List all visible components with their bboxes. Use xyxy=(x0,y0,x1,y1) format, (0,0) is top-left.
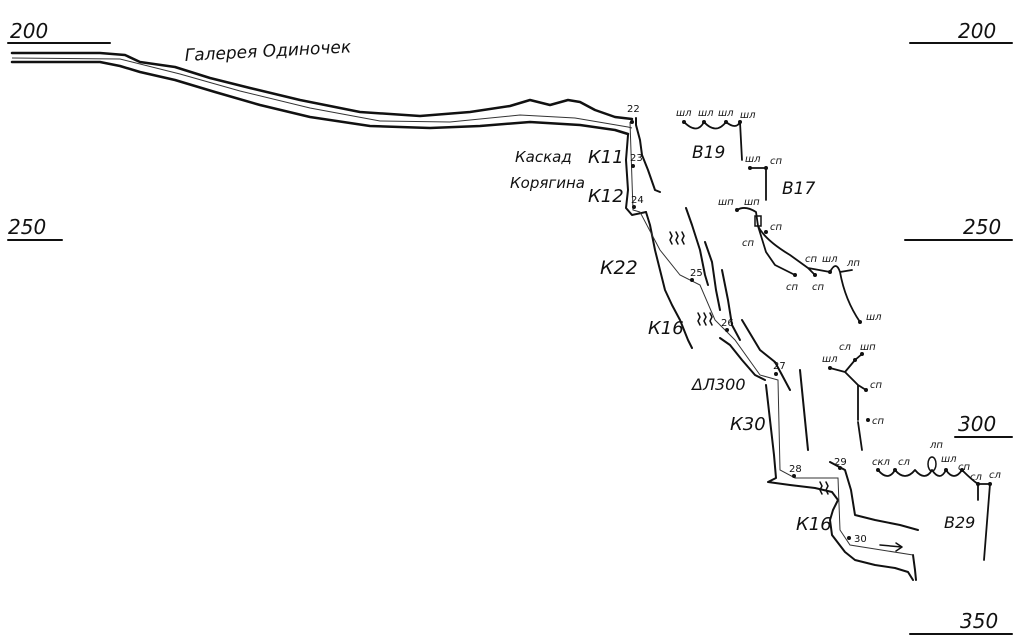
b19-mark-3: шл xyxy=(718,108,734,119)
b17-mark-4: шп xyxy=(744,197,760,208)
drip-marks xyxy=(669,231,829,495)
b29-mark-5: сп xyxy=(958,462,970,473)
shaft-k22: К22 xyxy=(600,257,638,279)
b17-mark-2: сп xyxy=(770,156,782,167)
station-26-point xyxy=(725,328,729,332)
flow-arrow-icon xyxy=(879,542,903,552)
station-22-point xyxy=(630,120,634,124)
station-25: 25 xyxy=(690,268,703,279)
station-30: 30 xyxy=(854,534,867,545)
b17-mark-8: шл xyxy=(822,254,838,265)
depth-label-200-left: 200 xyxy=(10,19,48,43)
station-30-point xyxy=(847,536,851,540)
mid-mark-2: сл xyxy=(839,342,851,353)
station-27: 27 xyxy=(773,361,786,372)
b19-mark-2: шл xyxy=(698,108,714,119)
dl300-label: ΔЛ300 xyxy=(690,375,746,394)
station-27-point xyxy=(774,372,778,376)
depth-label-250-left: 250 xyxy=(8,215,46,239)
station-25-point xyxy=(690,278,694,282)
station-23-point xyxy=(631,164,635,168)
b29-mark-3: лп xyxy=(929,440,943,451)
b17-mark-9: лп xyxy=(846,258,860,269)
side-passage-b19: шл шл шл шл В19 xyxy=(676,108,756,163)
station-28: 28 xyxy=(789,464,802,475)
b17-mark-1: шл xyxy=(745,154,761,165)
side-passage-middle: шл сл шп сп сп xyxy=(822,342,884,451)
survey-stations: 22 23 24 25 26 27 28 29 30 xyxy=(627,104,903,552)
depth-label-250-right: 250 xyxy=(963,215,1001,239)
depth-scale: 200 200 250 250 300 350 xyxy=(7,19,1013,635)
b17-mark-10: сп xyxy=(786,282,798,293)
station-28-point xyxy=(792,474,796,478)
drip-icon xyxy=(669,231,685,245)
station-29: 29 xyxy=(834,457,847,468)
drip-icon xyxy=(819,481,829,495)
station-23: 23 xyxy=(630,153,643,164)
depth-label-200-right: 200 xyxy=(958,19,996,43)
b17-mark-5: сп xyxy=(742,238,754,249)
b17-name: В17 xyxy=(782,179,815,199)
b29-mark-6: сл xyxy=(970,472,982,483)
shaft-walls xyxy=(625,117,919,581)
mid-mark-5: сп xyxy=(872,416,884,427)
cascade-label-line1: Каскад xyxy=(515,148,572,166)
b17-mark-12: шл xyxy=(866,312,882,323)
shaft-k30: К30 xyxy=(730,414,766,435)
mid-mark-4: сп xyxy=(870,380,882,391)
shaft-k16-lower: К16 xyxy=(796,514,832,535)
gallery-title: Галерея Одиночек xyxy=(184,37,352,66)
b19-mark-1: шл xyxy=(676,108,692,119)
b17-mark-3: шп xyxy=(718,197,734,208)
depth-label-350-right: 350 xyxy=(960,609,998,633)
b19-mark-4: шл xyxy=(740,110,756,121)
mid-mark-1: шл xyxy=(822,354,838,365)
shaft-k12: К12 xyxy=(588,186,624,207)
b17-mark-7: сп xyxy=(805,254,817,265)
side-passage-b29: скл сл лп шл сп сл сл В29 xyxy=(872,440,1001,561)
station-26: 26 xyxy=(721,318,734,329)
station-29-point xyxy=(838,466,842,470)
b29-mark-2: сл xyxy=(898,457,910,468)
b29-mark-7: сл xyxy=(989,470,1001,481)
station-22: 22 xyxy=(627,104,640,115)
gallery-walls xyxy=(10,51,634,136)
b29-mark-1: скл xyxy=(872,457,891,468)
drip-icon xyxy=(697,312,713,326)
side-passage-b17: шл сп В17 шп шп сп сп сп шл лп сп сп шл xyxy=(718,154,882,324)
depth-label-300-right: 300 xyxy=(958,412,996,436)
b19-name: В19 xyxy=(692,143,725,163)
shaft-k16-upper: К16 xyxy=(648,318,684,339)
cascade-label-line2: Корягина xyxy=(510,174,585,192)
b29-mark-4: шл xyxy=(941,454,957,465)
station-24: 24 xyxy=(631,195,644,206)
mid-mark-3: шп xyxy=(860,342,876,353)
b17-mark-11: сп xyxy=(812,282,824,293)
shaft-k11: К11 xyxy=(588,147,624,168)
b17-mark-6: сп xyxy=(770,222,782,233)
station-24-point xyxy=(632,205,636,209)
b29-name: В29 xyxy=(944,513,975,532)
